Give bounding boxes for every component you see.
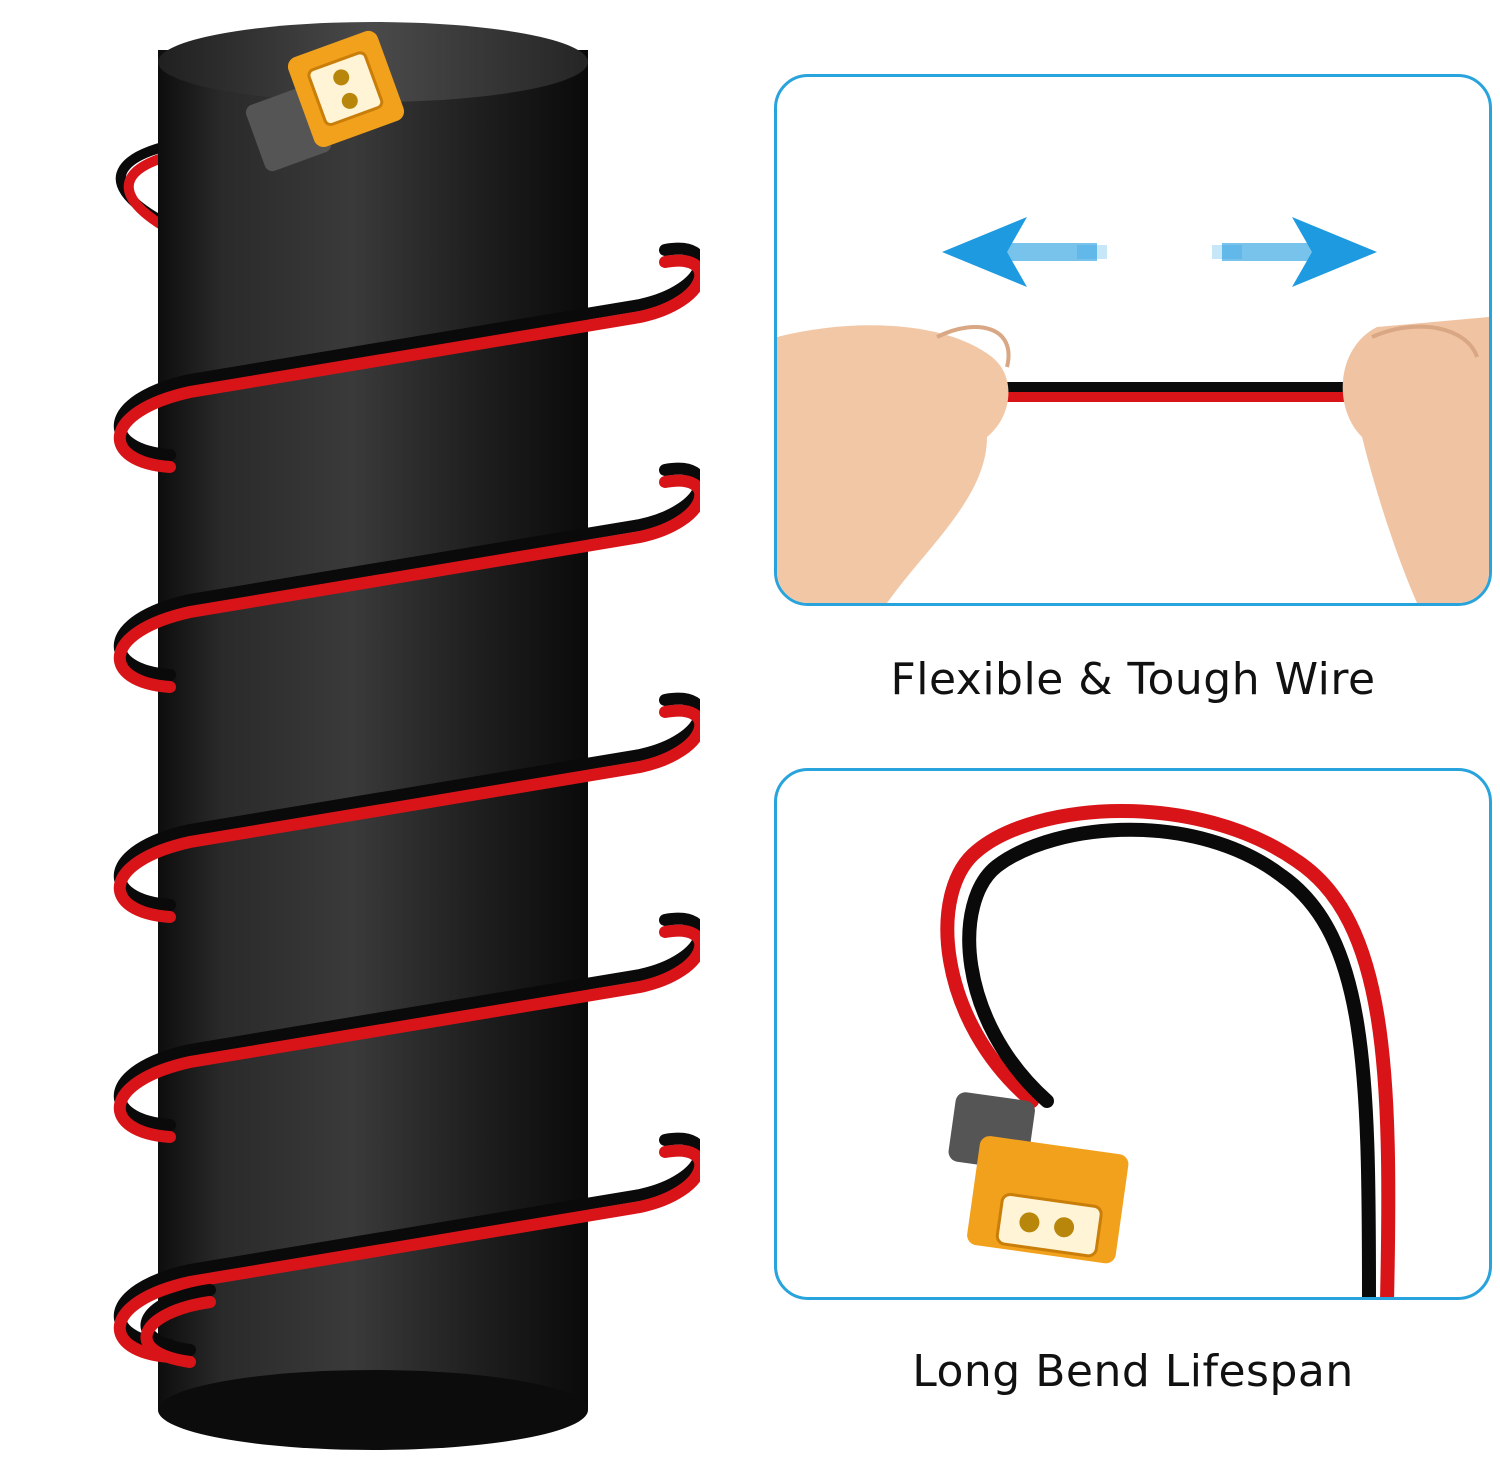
left-hand: [777, 325, 1011, 603]
wire-loop-3: [113, 704, 707, 923]
cylinder-wire-illustration: [80, 10, 707, 1450]
xt-connector-top: [245, 30, 405, 172]
wire-loop-2: [113, 474, 707, 693]
cylinder-body: [158, 50, 588, 1410]
bent-wire: [940, 804, 1396, 1297]
arrow-left-icon: [942, 217, 1107, 287]
stretched-wire: [977, 382, 1357, 392]
wire-loop-end: [140, 1296, 216, 1368]
wire-loop-1: [113, 254, 707, 473]
caption-flexible: Flexible & Tough Wire: [890, 654, 1376, 705]
arrow-right-icon: [1212, 217, 1377, 287]
bend-panel: [774, 768, 1492, 1300]
wire-loop-5: [113, 1144, 707, 1363]
wire-spiral: [113, 242, 707, 1368]
stretch-panel: [774, 74, 1492, 606]
right-hand: [1342, 317, 1489, 603]
caption-bend: Long Bend Lifespan: [912, 1346, 1354, 1397]
xt-connector-bottom: [948, 1092, 1129, 1264]
wire-loop-4: [113, 924, 707, 1143]
wire-loop-end: [140, 1284, 216, 1356]
